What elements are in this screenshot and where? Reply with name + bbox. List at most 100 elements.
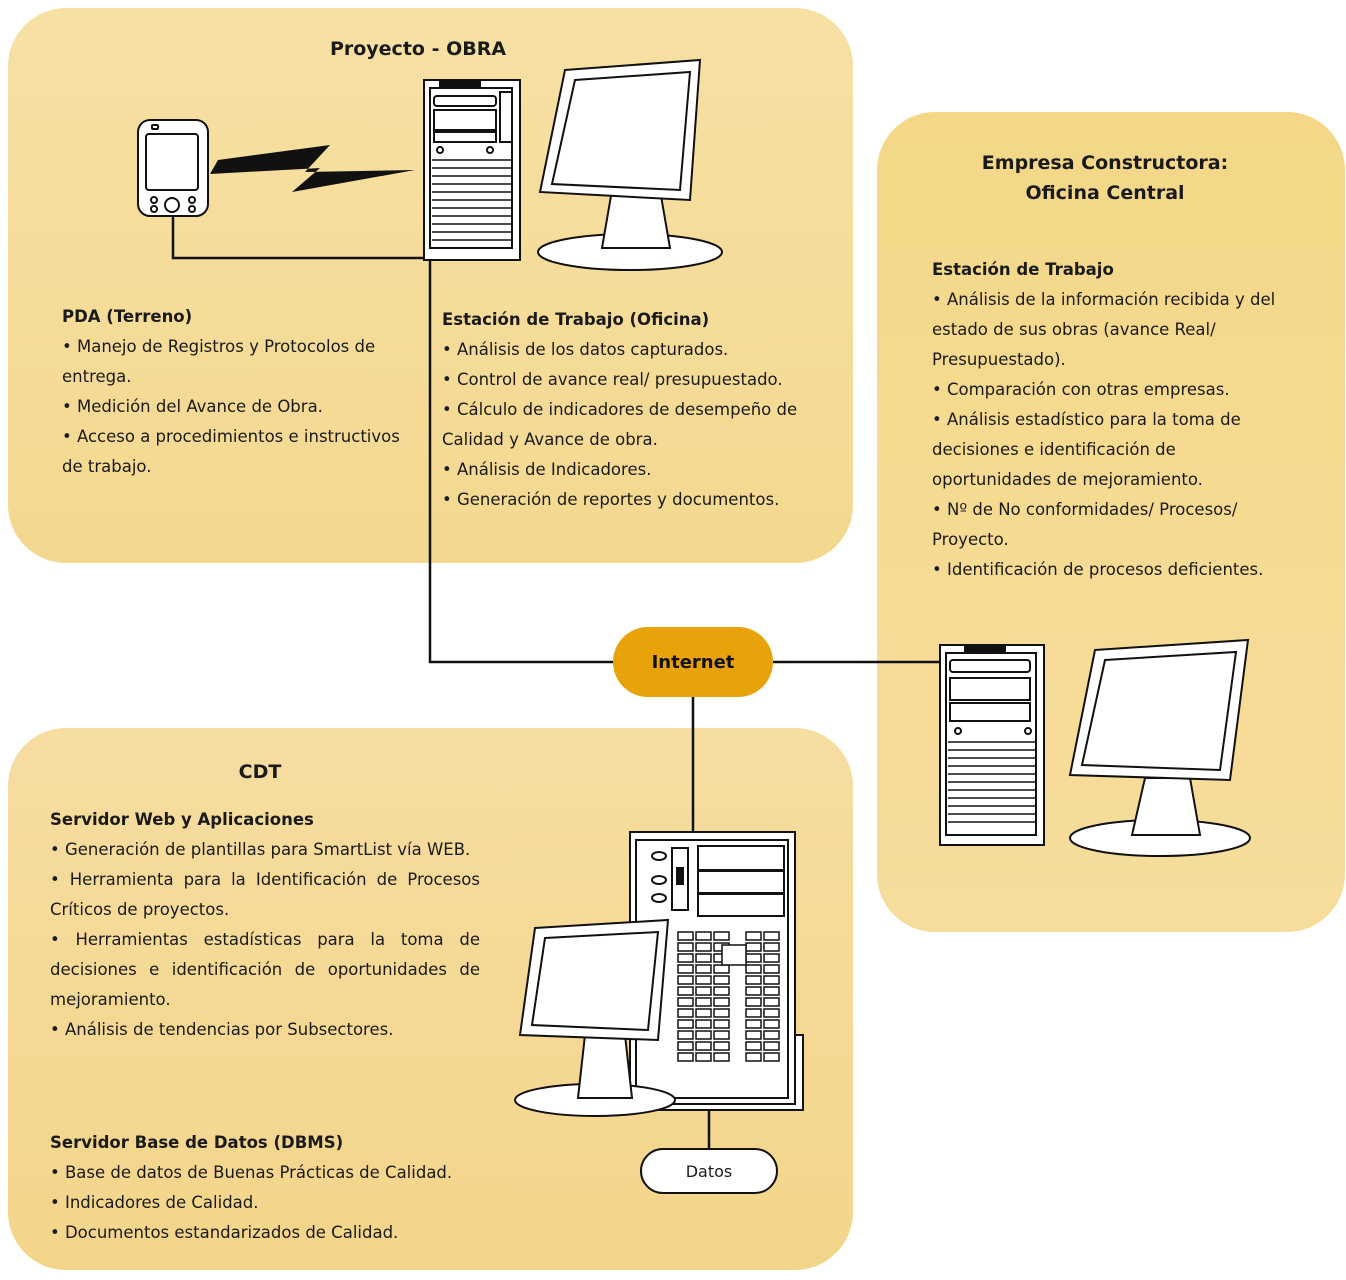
server-key xyxy=(677,942,694,952)
server-key xyxy=(763,1030,780,1040)
server-key xyxy=(713,1008,730,1018)
wireless-signal-icon xyxy=(210,145,415,192)
pda-heading: PDA (Terreno) xyxy=(62,307,193,326)
server-key xyxy=(763,1019,780,1029)
server-key xyxy=(677,1008,694,1018)
empresa-title: Empresa Constructora: Oficina Central xyxy=(900,148,1310,208)
server-key xyxy=(745,986,762,996)
list-item: • Análisis estadístico para la toma de d… xyxy=(932,410,1241,489)
server-key xyxy=(763,931,780,941)
server-key xyxy=(745,1030,762,1040)
cdt-title: CDT xyxy=(238,761,282,783)
list-item: • Análisis de la información recibida y … xyxy=(932,290,1276,369)
monitor-icon xyxy=(514,918,676,1117)
server-key-grid xyxy=(677,931,780,1062)
servidor-web-block: Servidor Web y Aplicaciones • Generación… xyxy=(50,805,480,1045)
server-tower-icon xyxy=(939,644,1045,846)
list-item: • Generación de plantillas para SmartLis… xyxy=(50,840,471,859)
server-key xyxy=(763,964,780,974)
server-key xyxy=(695,1041,712,1051)
server-key xyxy=(763,1052,780,1062)
server-key xyxy=(695,1019,712,1029)
server-key xyxy=(695,1008,712,1018)
server-key xyxy=(745,964,762,974)
list-item: • Herramienta para la Identificación de … xyxy=(50,870,480,919)
server-key xyxy=(713,986,730,996)
empresa-title-line1: Empresa Constructora: xyxy=(981,152,1229,174)
server-key xyxy=(713,997,730,1007)
server-key xyxy=(713,975,730,985)
estacion-empresa-heading: Estación de Trabajo xyxy=(932,260,1114,279)
list-item: • Indicadores de Calidad. xyxy=(50,1193,259,1212)
server-key xyxy=(745,997,762,1007)
server-key xyxy=(677,1052,694,1062)
server-key xyxy=(677,997,694,1007)
pda-icon xyxy=(137,119,209,217)
server-key xyxy=(695,1052,712,1062)
obra-title: Proyecto - OBRA xyxy=(329,38,507,60)
estacion-obra-block: Estación de Trabajo (Oficina) • Análisis… xyxy=(442,305,837,515)
server-key xyxy=(745,975,762,985)
server-key xyxy=(745,1041,762,1051)
server-key xyxy=(677,1041,694,1051)
server-key xyxy=(745,942,762,952)
server-key xyxy=(695,964,712,974)
server-key xyxy=(713,1041,730,1051)
pda-block: PDA (Terreno) • Manejo de Registros y Pr… xyxy=(62,302,402,482)
database-icon: Datos xyxy=(640,1148,778,1194)
list-item: • Análisis de Indicadores. xyxy=(442,460,652,479)
server-key xyxy=(763,942,780,952)
servidor-web-heading: Servidor Web y Aplicaciones xyxy=(50,810,314,829)
server-key xyxy=(713,931,730,941)
line-obra-internet xyxy=(428,250,615,664)
server-key xyxy=(713,964,730,974)
server-key xyxy=(763,975,780,985)
list-item: • Base de datos de Buenas Prácticas de C… xyxy=(50,1163,453,1182)
list-item: • Comparación con otras empresas. xyxy=(932,380,1230,399)
monitor-icon xyxy=(537,58,723,271)
server-key xyxy=(695,986,712,996)
list-item: • Herramientas estadísticas para la toma… xyxy=(50,930,480,1009)
server-key xyxy=(745,1052,762,1062)
server-key xyxy=(695,942,712,952)
list-item: • Generación de reportes y documentos. xyxy=(442,490,780,509)
server-key xyxy=(677,1030,694,1040)
server-key xyxy=(677,931,694,941)
list-item: • Documentos estandarizados de Calidad. xyxy=(50,1223,399,1242)
servidor-db-block: Servidor Base de Datos (DBMS) • Base de … xyxy=(50,1128,490,1248)
server-key xyxy=(763,986,780,996)
server-key xyxy=(677,964,694,974)
server-key xyxy=(677,975,694,985)
server-tower-icon xyxy=(423,79,521,261)
list-item: • Acceso a procedimientos e instructivos… xyxy=(62,427,400,476)
server-panel-slot xyxy=(721,944,747,966)
server-key xyxy=(763,953,780,963)
server-key xyxy=(763,997,780,1007)
server-key xyxy=(763,1008,780,1018)
list-item: • Control de avance real/ presupuestado. xyxy=(442,370,783,389)
server-key xyxy=(677,986,694,996)
server-key xyxy=(713,1030,730,1040)
internet-node: Internet xyxy=(613,627,773,697)
server-key xyxy=(695,975,712,985)
server-key xyxy=(677,953,694,963)
list-item: • Manejo de Registros y Protocolos de en… xyxy=(62,337,376,386)
network-lines xyxy=(171,214,945,1150)
list-item: • Análisis de tendencias por Subsectores… xyxy=(50,1020,394,1039)
server-key xyxy=(745,931,762,941)
server-key xyxy=(713,1019,730,1029)
list-item: • Nº de No conformidades/ Procesos/ Proy… xyxy=(932,500,1238,549)
server-key xyxy=(745,953,762,963)
server-key xyxy=(745,1008,762,1018)
server-key xyxy=(695,953,712,963)
servidor-db-heading: Servidor Base de Datos (DBMS) xyxy=(50,1133,344,1152)
estacion-obra-heading: Estación de Trabajo (Oficina) xyxy=(442,310,710,329)
server-key xyxy=(695,1030,712,1040)
list-item: • Identificación de procesos deficientes… xyxy=(932,560,1264,579)
server-key xyxy=(745,1019,762,1029)
line-pda-server xyxy=(171,214,424,260)
server-key xyxy=(713,1052,730,1062)
server-key xyxy=(763,1041,780,1051)
list-item: • Cálculo de indicadores de desempeño de… xyxy=(442,400,798,449)
